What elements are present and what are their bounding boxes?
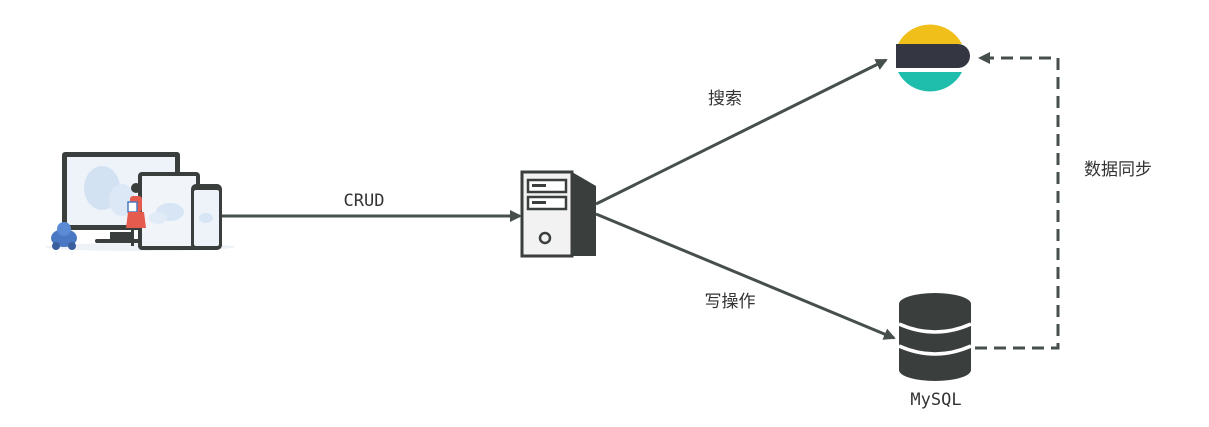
edge-label-search: 搜索 bbox=[708, 89, 742, 109]
database-icon bbox=[898, 293, 972, 381]
edge-search bbox=[595, 58, 888, 206]
elasticsearch-node bbox=[896, 24, 970, 92]
edge-write bbox=[595, 212, 896, 340]
mysql-label: MySQL bbox=[910, 390, 961, 410]
client-devices-node bbox=[45, 152, 235, 251]
mascot-icon bbox=[51, 222, 77, 250]
edge-sync bbox=[975, 52, 1060, 350]
tablet-icon bbox=[138, 172, 200, 250]
edge-label-write: 写操作 bbox=[705, 292, 756, 312]
edge-label-crud: CRUD bbox=[344, 191, 385, 211]
edge-label-sync: 数据同步 bbox=[1084, 160, 1152, 180]
mysql-node: MySQL bbox=[898, 293, 972, 410]
elasticsearch-logo-icon bbox=[896, 24, 970, 92]
person-icon bbox=[126, 183, 146, 246]
server-node bbox=[520, 170, 596, 258]
server-icon bbox=[520, 170, 596, 258]
phone-icon bbox=[191, 184, 222, 250]
